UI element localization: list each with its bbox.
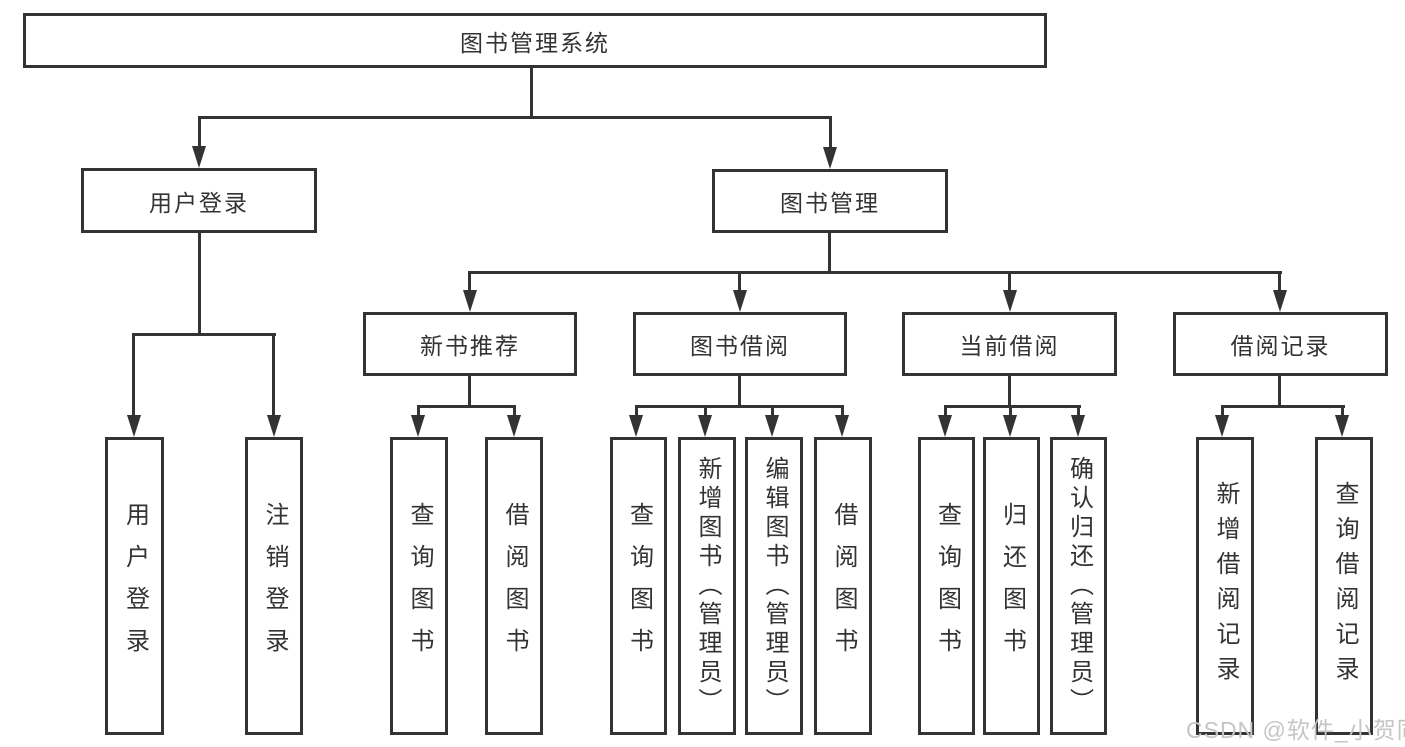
arrow-down-icon [823,147,837,169]
edge-to-leaf [417,405,420,418]
edge-borrow-record-split [1221,405,1345,408]
leaf-label: 确认归还（管理员） [1065,455,1093,717]
edge-to-leaf [771,405,774,418]
leaf-logout-login: 注销登录 [245,437,303,735]
leaf-label: 查询图书 [933,502,961,670]
arrow-down-icon [1003,290,1017,312]
edge-root-split [198,116,832,119]
leaf-label: 注销登录 [261,502,288,670]
node-library-management-system: 图书管理系统 [23,13,1047,68]
edge-to-new-book-recommend [468,271,471,293]
edge-book-borrow-stem [738,376,741,407]
leaf-label: 查询图书 [406,502,433,670]
leaf-label: 查询图书 [625,502,653,670]
edge-to-leaf [1341,405,1344,418]
leaf-label: 用户登录 [121,502,149,670]
edge-current-borrow-split [944,405,1081,408]
leaf-label: 查询借阅记录 [1331,481,1358,691]
edge-user-login-stem [198,233,201,335]
edge-borrow-record-stem [1278,376,1281,407]
node-label: 新书推荐 [420,333,520,359]
edge-new-book-recommend-split [417,405,516,408]
leaf-label: 归还图书 [998,502,1026,670]
arrow-down-icon [507,415,521,437]
leaf-query-book-current: 查询图书 [918,437,975,735]
arrow-down-icon [733,290,747,312]
node-book-management: 图书管理 [712,169,948,233]
node-book-borrow: 图书借阅 [633,312,847,376]
leaf-edit-book-admin: 编辑图书（管理员） [745,437,803,735]
edge-to-leaf [704,405,707,418]
edge-to-book-borrow [738,271,741,293]
arrow-down-icon [1003,415,1017,437]
leaf-borrow-book-borrow: 借阅图书 [814,437,872,735]
arrow-down-icon [938,415,952,437]
node-label: 用户登录 [149,189,249,216]
leaf-add-book-admin: 新增图书（管理员） [678,437,736,735]
leaf-label: 借阅图书 [501,502,528,670]
leaf-label: 新增借阅记录 [1212,481,1239,691]
edge-to-leaf [1077,405,1080,418]
edge-book-management-split [468,271,1282,274]
edge-book-borrow-split [635,405,844,408]
node-label: 图书管理 [780,190,880,216]
node-label: 图书管理系统 [460,29,610,56]
arrow-down-icon [1273,290,1287,312]
edge-user-login-split [132,333,276,336]
arrow-down-icon [1215,415,1229,437]
arrow-down-icon [765,415,779,437]
arrow-down-icon [1335,415,1349,437]
leaf-borrow-book-newbook: 借阅图书 [485,437,543,735]
edge-current-borrow-stem [1008,376,1011,407]
edge-to-leaf [635,405,638,418]
leaf-add-borrow-record: 新增借阅记录 [1196,437,1254,735]
arrow-down-icon [127,415,141,437]
leaf-query-book-borrow: 查询图书 [610,437,667,735]
node-borrow-record: 借阅记录 [1173,312,1388,376]
edge-to-leaf [1009,405,1012,418]
leaf-label: 新增图书（管理员） [694,455,721,717]
edge-to-borrow-record [1278,271,1281,293]
arrow-down-icon [463,290,477,312]
node-label: 当前借阅 [959,333,1060,359]
arrow-down-icon [835,415,849,437]
leaf-return-book: 归还图书 [983,437,1040,735]
node-label: 借阅记录 [1230,333,1331,359]
arrow-down-icon [267,415,281,437]
edge-to-leaf-user-login [132,333,135,417]
edge-root-stem [530,68,533,118]
edge-to-current-borrow [1008,271,1011,293]
node-current-borrow: 当前借阅 [902,312,1117,376]
arrow-down-icon [1071,415,1085,437]
leaf-label: 编辑图书（管理员） [761,455,788,717]
edge-to-book-management [829,116,832,148]
arrow-down-icon [698,415,712,437]
edge-new-book-recommend-stem [468,376,471,407]
edge-book-management-stem [828,233,831,273]
leaf-query-borrow-record: 查询借阅记录 [1315,437,1373,735]
csdn-watermark: CSDN @软件_小贺同学 [1186,717,1405,743]
node-new-book-recommend: 新书推荐 [363,312,577,376]
arrow-down-icon [411,415,425,437]
arrow-down-icon [192,146,206,168]
leaf-user-login: 用户登录 [105,437,164,735]
arrow-down-icon [629,415,643,437]
edge-to-leaf-logout [272,333,275,417]
edge-to-user-login [198,116,201,148]
leaf-label: 借阅图书 [830,502,857,670]
edge-to-leaf [1221,405,1224,418]
edge-to-leaf [944,405,947,418]
edge-to-leaf [513,405,516,418]
edge-to-leaf [841,405,844,418]
leaf-query-book-newbook: 查询图书 [390,437,448,735]
node-label: 图书借阅 [690,333,790,359]
leaf-confirm-return-admin: 确认归还（管理员） [1050,437,1107,735]
node-user-login: 用户登录 [81,168,317,233]
